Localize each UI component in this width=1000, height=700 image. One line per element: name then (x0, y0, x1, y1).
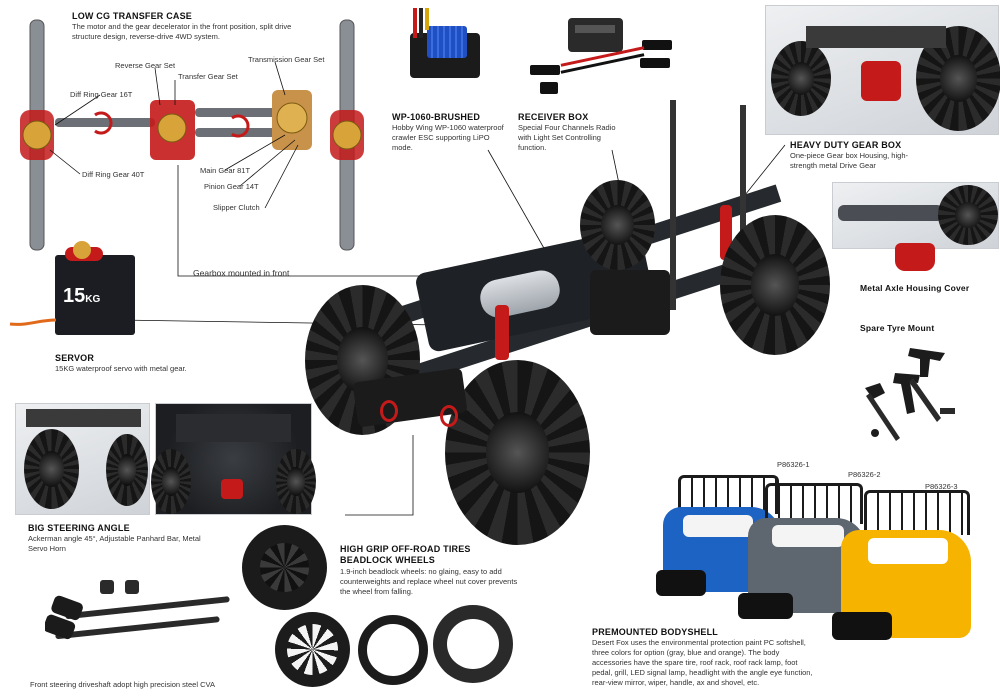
receiver-title: RECEIVER BOX (518, 112, 589, 122)
tires-desc: 1.9-inch beadlock wheels: no glaing, eas… (340, 567, 518, 596)
steering-photo-2 (151, 403, 316, 515)
servo-desc: 15KG waterproof servo with metal gear. (55, 364, 187, 373)
servo-wire (9, 318, 57, 326)
axle-cover-image (895, 243, 935, 271)
chassis-image (300, 100, 840, 560)
driveshaft-caption: Front steering driveshaft adopt high pre… (30, 680, 215, 689)
label-gearbox-mounted-in-front: Gearbox mounted in front (193, 268, 290, 278)
gearbox-title: HEAVY DUTY GEAR BOX (790, 140, 902, 150)
steering-title: BIG STEERING ANGLE (28, 523, 130, 533)
label-pinion-gear-14t: Pinion Gear 14T (204, 182, 259, 191)
label-transfer-gear-set: Transfer Gear Set (178, 72, 238, 81)
esc-image (405, 8, 485, 88)
bodyshell-orange (826, 490, 976, 645)
steering-photo-1 (15, 403, 150, 515)
model-3-label: P86326-3 (925, 482, 958, 491)
axle-cover-title: Metal Axle Housing Cover (860, 283, 970, 293)
tires-title-2: BEADLOCK WHEELS (340, 555, 435, 565)
model-1-label: P86326-1 (777, 460, 810, 469)
wheel-insert (275, 612, 350, 687)
steering-desc: Ackerman angle 45°, Adjustable Panhard B… (28, 534, 201, 553)
servo-label-15: 15 (63, 285, 86, 307)
esc-desc: Hobby Wing WP-1060 waterproof crawler ES… (392, 123, 504, 152)
axle-photo (832, 182, 999, 249)
spare-tyre-title: Spare Tyre Mount (860, 323, 935, 333)
servo-title: SERVOR (55, 353, 95, 363)
esc-title: WP-1060-BRUSHED (392, 112, 481, 122)
bodyshell-desc: Desert Fox uses the environmental protec… (592, 638, 813, 687)
gearbox-desc: One-piece Gear box Housing, high-strengt… (790, 151, 908, 170)
label-diff-ring-gear-16t: Diff Ring Gear 16T (70, 90, 133, 99)
receiver-desc: Special Four Channels Radio with Light S… (518, 123, 616, 152)
beadlock-wheel (242, 525, 327, 610)
label-main-gear-81t: Main Gear 81T (200, 166, 251, 175)
cva-driveshaft-parts (45, 580, 230, 640)
label-diff-ring-gear-40t: Diff Ring Gear 40T (82, 170, 145, 179)
tires-title-1: HIGH GRIP OFF-ROAD TIRES (340, 544, 471, 554)
spare-tyre-parts (865, 348, 955, 441)
transfer-case-title: LOW CG TRANSFER CASE (72, 11, 192, 21)
gearbox-photo (765, 5, 1000, 135)
receiver-image (530, 10, 680, 105)
model-2-label: P86326-2 (848, 470, 881, 479)
transfer-case-desc: The motor and the gear decelerator in th… (72, 22, 292, 41)
servo-label-kg: KG (85, 294, 101, 305)
wheel-rim-ring (433, 605, 513, 683)
label-reverse-gear-set: Reverse Gear Set (115, 61, 176, 70)
beadlock-ring (358, 615, 428, 685)
bodyshell-title: PREMOUNTED BODYSHELL (592, 627, 719, 637)
label-transmission-gear-set: Transmission Gear Set (248, 55, 325, 64)
label-slipper-clutch: Slipper Clutch (213, 203, 260, 212)
servo-image: 15KG (55, 241, 135, 335)
